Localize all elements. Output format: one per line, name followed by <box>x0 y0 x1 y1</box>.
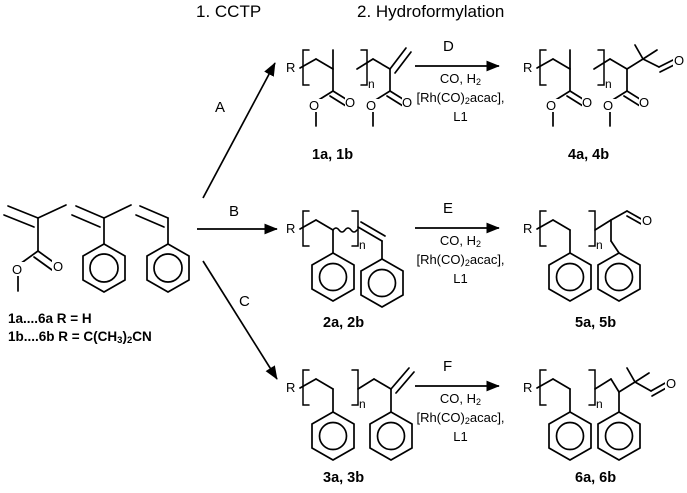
condition-line-1: CO, H2 <box>408 71 513 90</box>
compound-label-2: 2a, 2b <box>323 315 365 331</box>
r-group-label-4: R <box>523 60 532 75</box>
cond-f-2-pre: [Rh(CO) <box>416 410 465 425</box>
arrow-a-group <box>195 55 290 205</box>
structure-pmma-aldehyde-product: R n O O O O <box>523 36 687 141</box>
repeat-subscript-1: n <box>368 77 375 91</box>
r-def-b-sub1: 3 <box>117 335 123 346</box>
repeat-subscript-3: n <box>359 397 366 411</box>
condition-line-2: [Rh(CO)2acac], <box>408 252 513 271</box>
carbonyl-oxygen-4b: O <box>639 95 649 110</box>
compound-label-3: 3a, 3b <box>323 470 365 486</box>
r-def-b-pre: 1b....6b R = C(CH <box>8 329 118 344</box>
ester-oxygen-1: O <box>309 98 319 113</box>
compound-label-5: 5a, 5b <box>575 315 617 331</box>
cond-e-1-sub: 2 <box>476 239 482 249</box>
cond-e-2-sub: 2 <box>464 258 470 268</box>
arrow-b-group <box>195 220 285 240</box>
carbonyl-oxygen-4a: O <box>582 95 592 110</box>
ester-oxygen-label: O <box>12 262 22 277</box>
cond-d-2-pre: [Rh(CO) <box>416 90 465 105</box>
carbonyl-oxygen-1: O <box>345 95 355 110</box>
cond-e-1-pre: CO, H <box>439 233 477 248</box>
arrow-d-conditions: CO, H2 [Rh(CO)2acac], L1 <box>408 71 513 124</box>
cond-e-2-post: acac], <box>469 252 505 267</box>
compound-label-6: 6a, 6b <box>575 470 617 486</box>
r-group-label-5: R <box>523 221 532 236</box>
arrow-b-label: B <box>229 203 240 220</box>
cond-d-1-sub: 2 <box>476 77 482 87</box>
r-group-label-3: R <box>286 380 295 395</box>
ester-oxygen-2: O <box>366 98 376 113</box>
r-def-b-post: CN <box>132 329 152 344</box>
structure-polystyrene-macromonomer: R n <box>286 203 416 328</box>
monomer-methyl-methacrylate: O O <box>0 196 78 296</box>
aldehyde-oxygen-6: O <box>666 376 676 391</box>
cond-e-2-pre: [Rh(CO) <box>416 252 465 267</box>
aldehyde-oxygen-4: O <box>674 53 684 68</box>
arrow-d-label: D <box>443 38 454 55</box>
monomer-alpha-methylstyrene <box>68 196 140 306</box>
arrow-e-label: E <box>443 200 454 217</box>
arrow-e-group <box>413 220 507 236</box>
ester-oxygen-4b: O <box>603 98 613 113</box>
cond-d-1-pre: CO, H <box>439 71 477 86</box>
monomer-styrene <box>132 196 204 306</box>
step-2-header: 2. Hydroformylation <box>357 2 505 21</box>
repeat-subscript-4: n <box>605 77 612 91</box>
cond-f-2-post: acac], <box>469 410 505 425</box>
cond-d-2-sub: 2 <box>464 96 470 106</box>
compound-label-1: 1a, 1b <box>312 147 354 163</box>
compound-label-4: 4a, 4b <box>568 147 610 163</box>
cond-f-1-pre: CO, H <box>439 391 477 406</box>
arrow-c-label: C <box>239 293 250 310</box>
carbonyl-oxygen-2: O <box>402 95 412 110</box>
condition-line-1: CO, H2 <box>408 233 513 252</box>
arrow-e-conditions: CO, H2 [Rh(CO)2acac], L1 <box>408 233 513 286</box>
aldehyde-oxygen-5: O <box>642 213 652 228</box>
condition-line-3: L1 <box>453 429 468 444</box>
structure-poly-alpha-methylstyrene-macromonomer: R n <box>286 362 416 487</box>
structure-poly-alpha-methylstyrene-aldehyde-product: R n O <box>523 362 680 487</box>
arrow-d-group <box>413 58 507 74</box>
condition-line-2: [Rh(CO)2acac], <box>408 90 513 109</box>
r-def-b-mid: ) <box>122 329 127 344</box>
r-group-label-2: R <box>286 221 295 236</box>
structure-pmma-macromonomer: R n O O <box>286 36 416 141</box>
structure-polystyrene-aldehyde-product: R n O <box>523 203 663 328</box>
r-group-label-1: R <box>286 60 295 75</box>
repeat-subscript-2: n <box>359 238 366 252</box>
r-group-label-6: R <box>523 380 532 395</box>
arrow-f-conditions: CO, H2 [Rh(CO)2acac], L1 <box>408 391 513 444</box>
cond-f-1-sub: 2 <box>476 397 482 407</box>
cond-d-2-post: acac], <box>469 90 505 105</box>
repeat-subscript-6: n <box>596 397 603 411</box>
arrow-f-label: F <box>443 358 453 375</box>
condition-line-1: CO, H2 <box>408 391 513 410</box>
condition-line-3: L1 <box>453 271 468 286</box>
r-definition-a: 1a....6a R = H <box>8 311 92 326</box>
step-1-header: 1. CCTP <box>196 2 262 21</box>
condition-line-3: L1 <box>453 109 468 124</box>
repeat-subscript-5: n <box>596 238 603 252</box>
cond-f-2-sub: 2 <box>464 416 470 426</box>
ester-oxygen-4a: O <box>546 98 556 113</box>
arrow-a-label: A <box>215 99 226 116</box>
r-def-b-sub2: 2 <box>126 335 133 346</box>
arrow-c-group <box>195 253 290 388</box>
arrow-f-group <box>413 378 507 394</box>
condition-line-2: [Rh(CO)2acac], <box>408 410 513 429</box>
carbonyl-oxygen-label: O <box>53 259 63 274</box>
r-definition-b: 1b....6b R = C(CH3)2CN <box>8 329 152 346</box>
